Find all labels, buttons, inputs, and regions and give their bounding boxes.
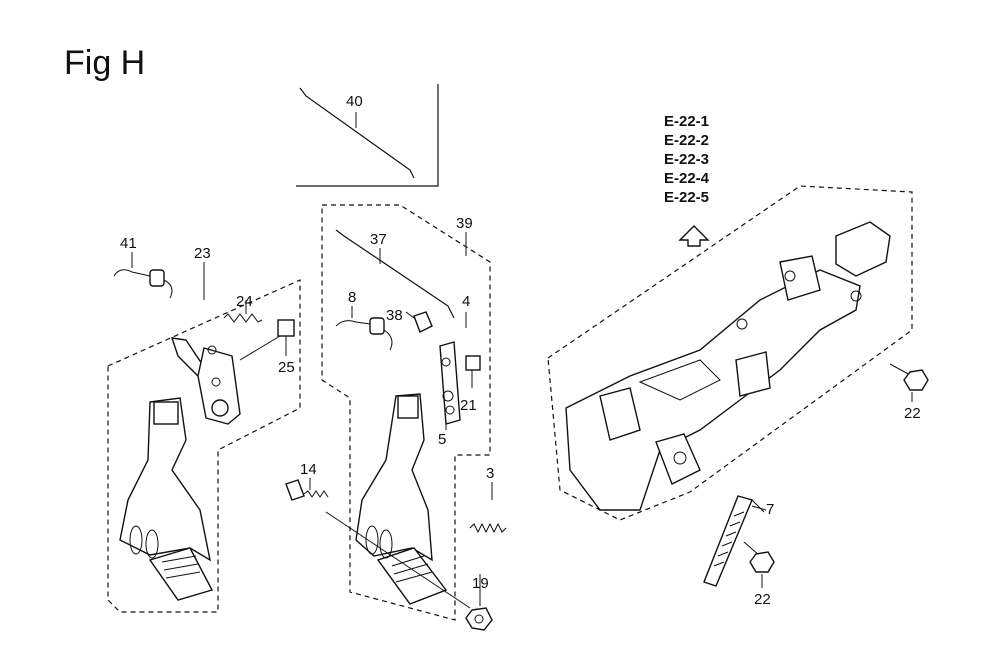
callout-19: 19	[472, 575, 489, 592]
clip-38	[405, 311, 433, 333]
callout-37: 37	[370, 231, 387, 248]
bolt-21	[465, 355, 481, 388]
spring-24	[223, 300, 263, 323]
reference-arrow	[678, 225, 710, 247]
nut-19	[465, 607, 493, 631]
brake-pedal-center	[355, 393, 448, 605]
figure-title: Fig H	[64, 44, 146, 82]
link-4	[439, 312, 467, 425]
brake-pedal-left	[119, 397, 214, 601]
reference-item: E-22-4	[664, 170, 710, 187]
callout-8: 8	[348, 289, 356, 306]
callout-38: 38	[386, 307, 403, 324]
callout-24: 24	[236, 293, 253, 310]
spring-3	[469, 482, 507, 534]
pedal-bracket	[170, 337, 241, 425]
reference-list: E-22-1 E-22-2 E-22-3 E-22-4 E-22-5	[664, 112, 709, 207]
callout-25: 25	[278, 359, 295, 376]
callout-41: 41	[120, 235, 137, 252]
bolt-22-lower	[743, 541, 775, 588]
callout-5: 5	[438, 431, 446, 448]
bolt-25	[239, 319, 295, 361]
brake-frame	[565, 221, 891, 511]
leader-lines	[131, 232, 767, 606]
callout-39: 39	[456, 215, 473, 232]
callout-21: 21	[460, 397, 477, 414]
reference-item: E-22-5	[664, 189, 710, 206]
rod-37	[335, 229, 455, 319]
callout-4: 4	[462, 293, 470, 310]
pin-14	[285, 478, 471, 609]
spring-41	[113, 269, 173, 299]
callout-7: 7	[766, 501, 774, 518]
reference-item: E-22-2	[664, 132, 710, 149]
callout-22-lower: 22	[754, 591, 771, 608]
callout-14: 14	[300, 461, 317, 478]
reference-item: E-22-3	[664, 151, 710, 168]
callout-3: 3	[486, 465, 494, 482]
reference-item: E-22-1	[664, 113, 710, 130]
callout-22-upper: 22	[904, 405, 921, 422]
rod-40	[296, 84, 439, 187]
callout-23: 23	[194, 245, 211, 262]
spring-7	[703, 495, 765, 587]
spring-8	[335, 306, 393, 351]
assembly-23-outline	[107, 279, 301, 613]
callout-40: 40	[346, 93, 363, 110]
assembly-39-outline	[321, 204, 491, 621]
bolt-22-upper	[889, 363, 929, 402]
